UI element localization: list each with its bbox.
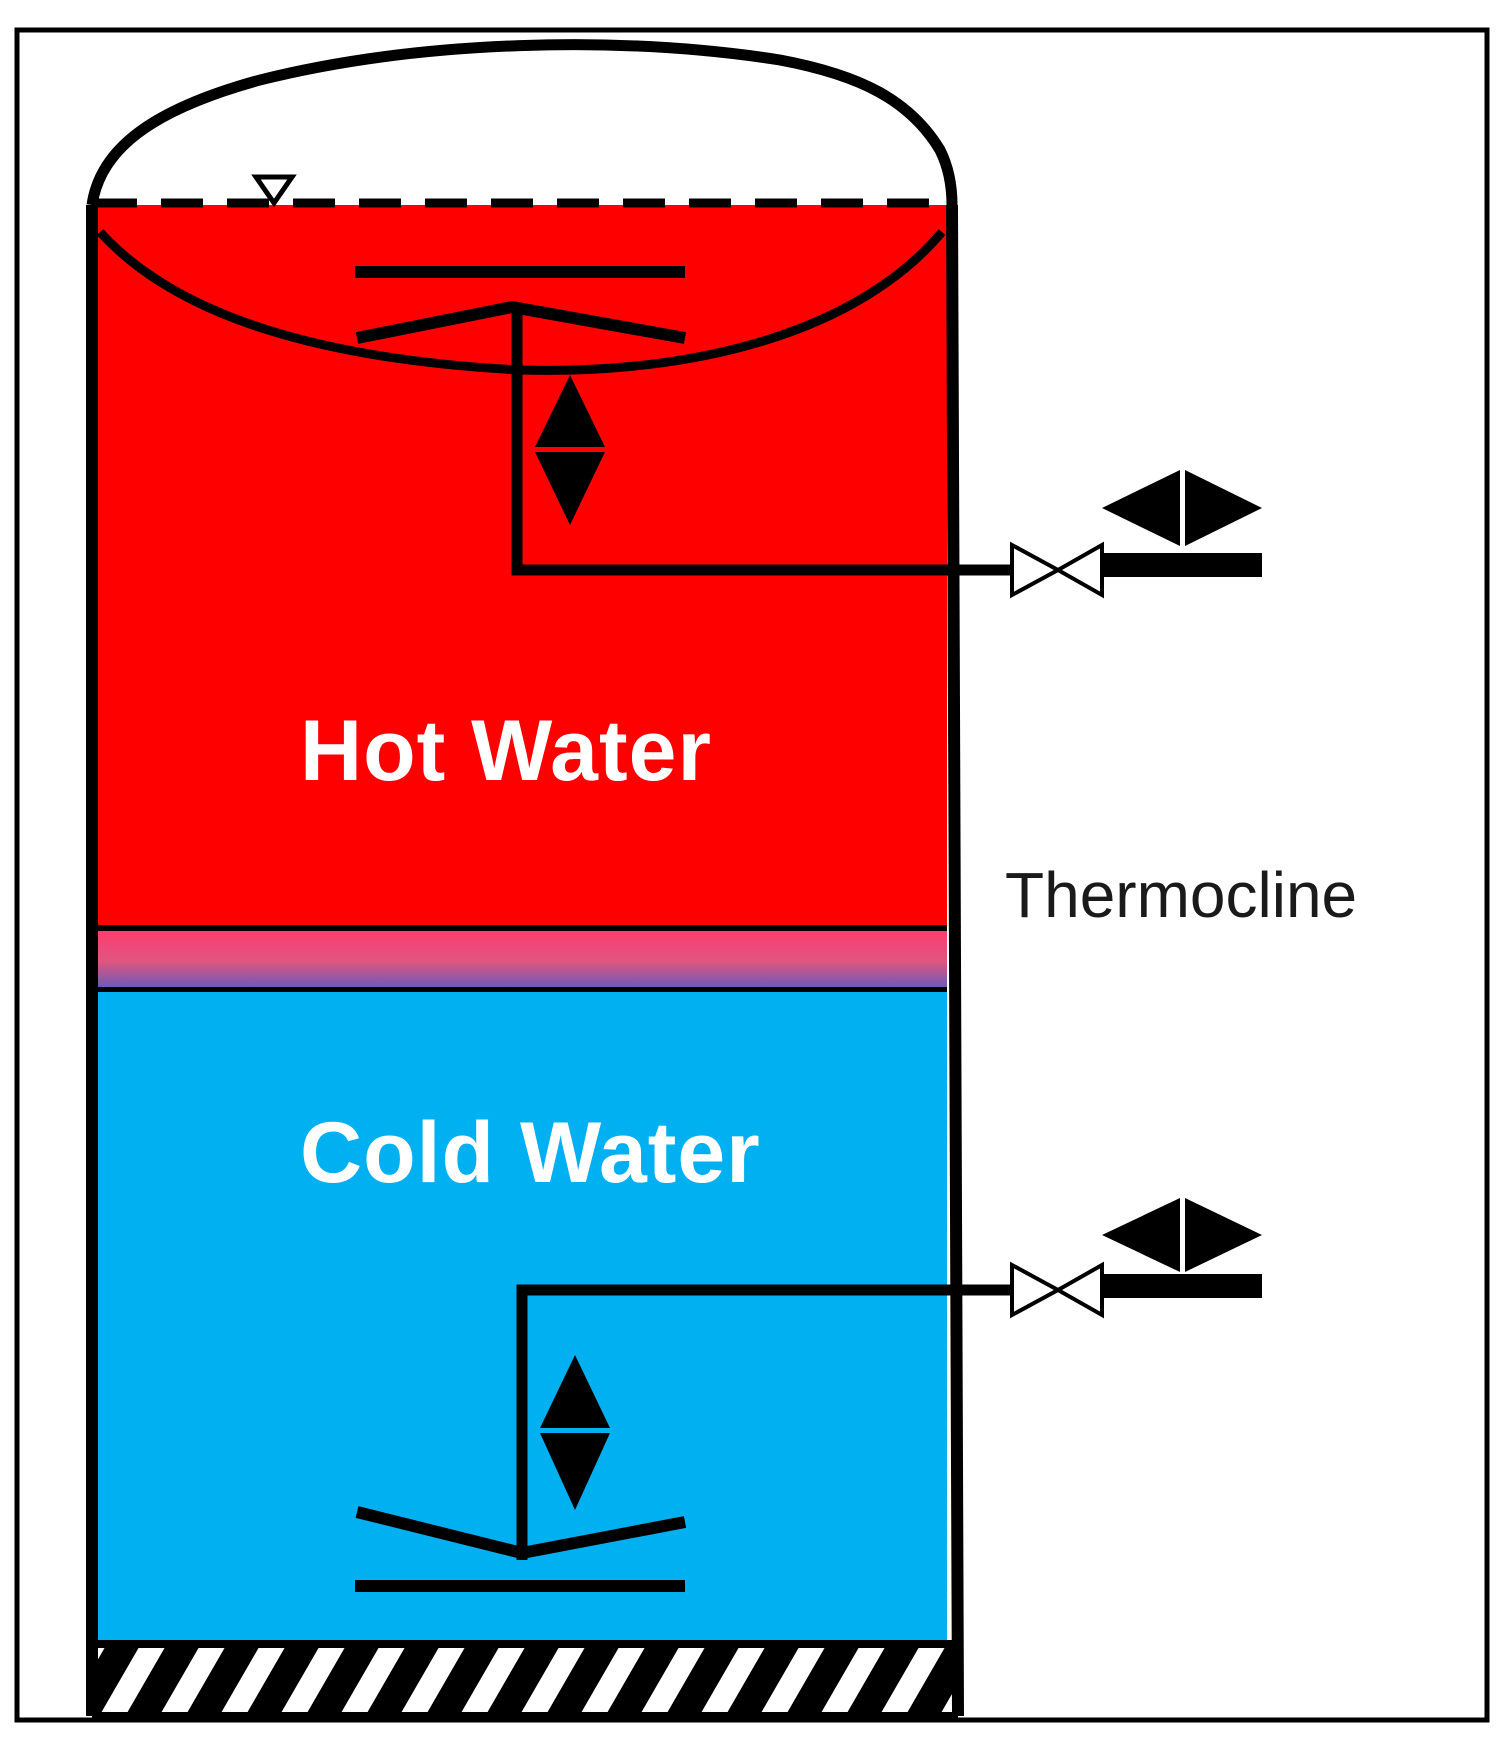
bottom-diffuser-cone (355, 1506, 687, 1560)
thermocline-label: Thermocline (1005, 859, 1358, 931)
flow-arrow-icon (1102, 470, 1262, 546)
top-diffuser-cone (355, 300, 687, 344)
water-level-marker-icon (251, 174, 297, 208)
thermocline-band (95, 928, 947, 988)
tank-dome (86, 39, 958, 206)
hot-water-label: Hot Water (300, 703, 712, 799)
cold-water-pipe (516, 1284, 1010, 1560)
valve-icon (1010, 1261, 1104, 1319)
ground-hatch-icon (95, 1644, 955, 1716)
flow-arrow-icon (540, 1355, 610, 1510)
valve-icon (1010, 541, 1104, 599)
cold-water-label: Cold Water (300, 1105, 761, 1201)
hot-water-pipe (511, 310, 1010, 576)
flow-arrow-icon (535, 375, 605, 525)
flow-arrow-icon (1102, 1198, 1262, 1272)
tank-wall-right (946, 204, 964, 1717)
